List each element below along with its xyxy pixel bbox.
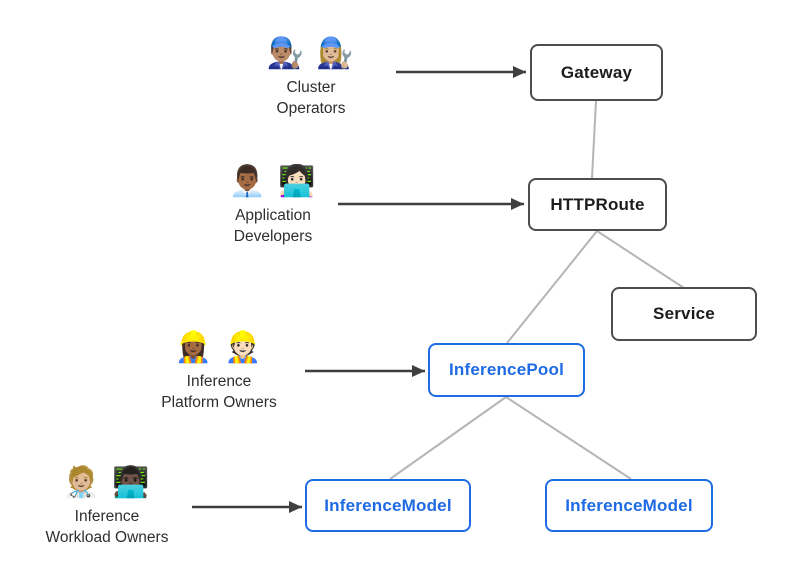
persona-cluster-operators: 👨🏽‍🔧 👩🏼‍🔧 Cluster Operators	[266, 34, 355, 119]
persona-label-line1: Application	[235, 207, 311, 224]
workload-owners-emoji-icon: 🧑🏼‍⚕️ 👨🏿‍💻	[62, 466, 152, 499]
persona-label-line1: Inference	[74, 508, 140, 525]
persona-label-line2: Workload Owners	[45, 528, 169, 546]
edge-httproute-service	[596, 230, 685, 289]
edge-inferencepool-inferencemodel-1	[389, 396, 507, 480]
persona-inference-platform-owners: 👷🏾‍♀️ 👷🏻 Inference Platform Owners	[161, 328, 276, 413]
node-gateway: Gateway	[530, 44, 663, 101]
edge-inferencepool-inferencemodel-2	[505, 396, 632, 480]
persona-label: Inference Platform Owners	[161, 372, 276, 413]
node-inferencemodel-1: InferenceModel	[305, 479, 471, 532]
edge-lines	[389, 100, 685, 480]
persona-label: Cluster Operators	[266, 78, 355, 119]
persona-label-line1: Cluster	[286, 79, 336, 96]
mechanics-emoji-icon: 👨🏽‍🔧 👩🏼‍🔧	[266, 37, 356, 70]
edge-gateway-httproute	[591, 100, 597, 179]
persona-label: Application Developers	[228, 206, 317, 247]
persona-inference-workload-owners: 🧑🏼‍⚕️ 👨🏿‍💻 Inference Workload Owners	[46, 463, 169, 548]
construction-workers-emoji-icon: 👷🏾‍♀️ 👷🏻	[174, 331, 264, 364]
persona-label-line2: Operators	[276, 99, 346, 117]
developers-emoji-icon: 👨🏾‍💼 👩🏻‍💻	[228, 165, 318, 198]
persona-label-line1: Inference	[186, 373, 252, 390]
persona-label-line2: Platform Owners	[161, 393, 277, 411]
node-service: Service	[611, 287, 757, 341]
persona-arrows	[192, 66, 526, 513]
edge-httproute-inferencepool	[506, 230, 598, 344]
persona-application-developers: 👨🏾‍💼 👩🏻‍💻 Application Developers	[228, 162, 317, 247]
persona-label: Inference Workload Owners	[46, 507, 169, 548]
node-httproute: HTTPRoute	[528, 178, 667, 231]
node-inferencepool: InferencePool	[428, 343, 585, 397]
persona-label-line2: Developers	[233, 227, 313, 245]
node-inferencemodel-2: InferenceModel	[545, 479, 713, 532]
